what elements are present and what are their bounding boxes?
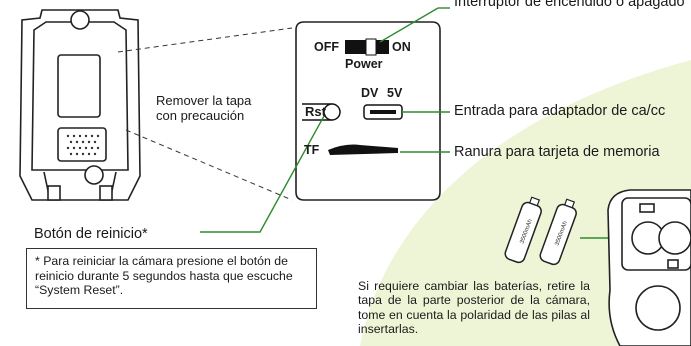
battery-right: 3500mAh — [539, 198, 577, 266]
tf-slot — [328, 144, 398, 155]
speaker-grille — [66, 134, 100, 156]
reset-note-box: * Para reiniciar la cámara presione el b… — [26, 248, 317, 309]
remove-cover-callout: Remover la tapa con precaución — [156, 93, 252, 123]
panel-voltage-label: 5V — [387, 86, 403, 100]
panel-power-label: Power — [345, 57, 383, 71]
camera-back-illustration — [19, 9, 141, 201]
projection-lines — [117, 27, 293, 201]
adapter-input-callout: Entrada para adaptador de ca/cc — [454, 103, 666, 119]
reset-button-callout: Botón de reinicio* — [34, 226, 148, 242]
memory-slot-callout: Ranura para tarjeta de memoria — [454, 144, 660, 160]
panel-dc-label: DV — [361, 86, 379, 100]
power-switch-callout: Interruptor de encendido o apagado — [454, 0, 685, 10]
reset-note-text: * Para reiniciar la cámara presione el b… — [35, 254, 293, 297]
callout-lines — [200, 7, 450, 233]
panel-on-label: ON — [392, 40, 411, 54]
panel-off-label: OFF — [314, 40, 339, 54]
panel-rst-label: Rst — [305, 104, 326, 119]
panel-tf-label: TF — [304, 143, 320, 157]
side-panel — [295, 21, 441, 201]
battery-left: 3500mAh — [504, 196, 542, 264]
camera-battery-compartment — [607, 189, 691, 346]
battery-note: Si requiere cambiar las baterías, retire… — [358, 279, 590, 336]
